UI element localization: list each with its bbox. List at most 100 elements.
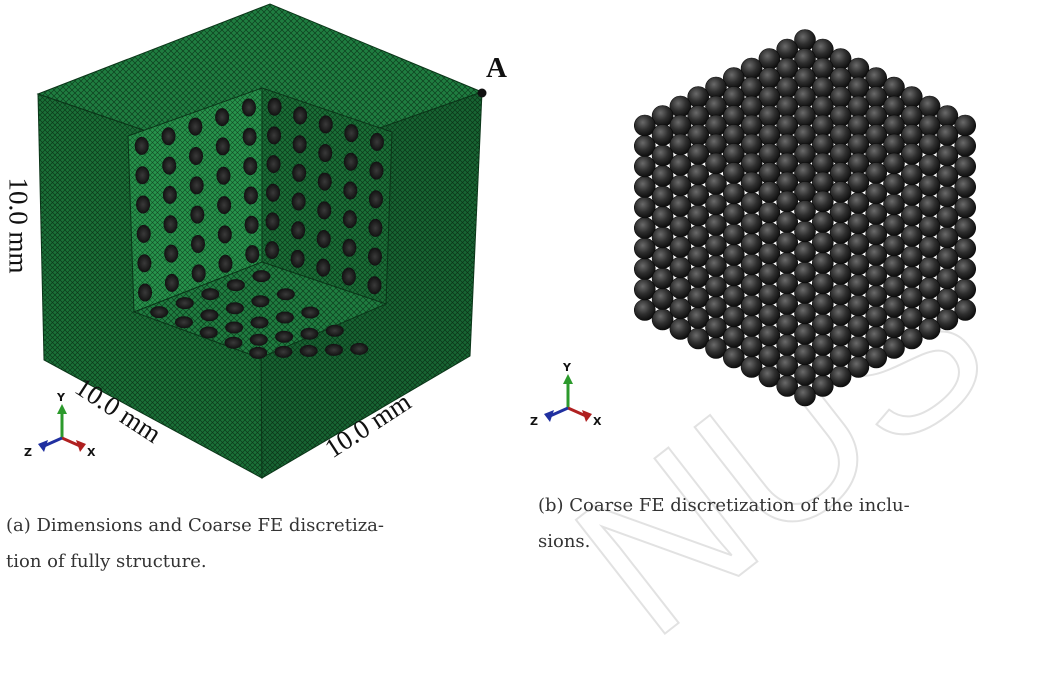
- inclusion-sphere: [794, 220, 816, 243]
- inclusion-hole: [266, 183, 281, 202]
- inclusion-sphere: [829, 181, 852, 203]
- inclusion-hole: [317, 172, 332, 191]
- axis-label-z-b: Z: [530, 415, 538, 428]
- inclusion-hole: [136, 195, 151, 214]
- inclusion-hole: [369, 132, 384, 151]
- inclusion-sphere: [669, 133, 692, 156]
- inclusion-hole: [215, 108, 230, 127]
- inclusion-hole: [191, 235, 205, 253]
- inclusion-sphere: [847, 171, 870, 194]
- inclusion-hole: [199, 326, 218, 339]
- inclusion-sphere: [794, 343, 816, 366]
- inclusion-hole: [267, 126, 282, 145]
- inclusion-hole: [275, 311, 294, 324]
- inclusion-hole: [188, 117, 203, 136]
- inclusion-hole: [267, 97, 282, 116]
- inclusion-hole: [241, 98, 256, 117]
- inclusion-sphere: [634, 114, 656, 137]
- inclusion-hole: [341, 267, 356, 286]
- inclusion-hole: [300, 327, 319, 340]
- inclusion-hole: [216, 166, 231, 185]
- inclusion-hole: [162, 156, 177, 175]
- point-a-label: A: [486, 52, 507, 84]
- inclusion-sphere: [794, 323, 816, 345]
- inclusion-sphere: [794, 261, 816, 284]
- inclusion-sphere: [794, 200, 816, 222]
- inclusion-hole: [136, 224, 151, 243]
- inclusion-hole: [301, 306, 320, 319]
- inclusion-hole: [292, 135, 307, 154]
- inclusion-hole: [249, 333, 268, 346]
- inclusion-hole: [318, 144, 333, 162]
- axis-triad-b: [544, 374, 592, 422]
- inclusion-hole: [243, 157, 258, 176]
- inclusion-hole: [189, 176, 204, 195]
- figure-panel-b: Y Z X (b) Coarse FE discretization of th…: [520, 0, 1047, 592]
- axis-label-x: X: [87, 446, 96, 459]
- inclusion-sphere: [936, 124, 959, 146]
- axis-triad-a: [38, 404, 86, 452]
- inclusion-hole: [266, 155, 281, 174]
- inclusion-hole: [217, 196, 232, 215]
- inclusion-hole: [201, 288, 220, 301]
- inclusion-hole: [293, 106, 308, 125]
- inclusion-sphere: [794, 282, 816, 304]
- inclusion-sphere: [758, 181, 781, 203]
- inclusion-hole: [265, 241, 280, 260]
- inclusion-hole: [350, 342, 369, 355]
- inclusion-holes: [134, 97, 384, 359]
- inclusion-hole: [316, 230, 331, 248]
- axis-label-x-b: X: [593, 415, 602, 428]
- inclusion-sphere: [740, 171, 763, 194]
- inclusion-hole: [134, 136, 149, 155]
- figure-panel-a: A 10.0 mm 10.0 mm 10.0 mm Y Z X (a) Dime…: [0, 0, 520, 592]
- inclusion-hole: [367, 247, 382, 266]
- inclusion-hole: [150, 306, 169, 319]
- inclusion-hole: [189, 147, 203, 165]
- inclusion-sphere: [794, 364, 816, 386]
- inclusion-hole: [343, 152, 358, 171]
- inclusion-hole: [343, 181, 358, 200]
- inclusion-hole: [274, 345, 293, 358]
- inclusion-hole: [291, 192, 306, 211]
- inclusion-hole: [292, 163, 307, 182]
- inclusion-hole: [162, 185, 177, 204]
- inclusion-hole: [215, 137, 230, 156]
- inclusion-sphere: [794, 384, 816, 407]
- inclusion-hole: [175, 297, 194, 310]
- axis-label-y: Y: [57, 391, 65, 404]
- mesh-cube-figure: [36, 3, 487, 479]
- inclusion-hole: [276, 288, 295, 301]
- inclusion-hole: [368, 218, 383, 237]
- inclusion-hole: [190, 205, 205, 224]
- inclusion-hole: [291, 221, 306, 240]
- inclusion-sphere: [900, 143, 923, 165]
- inclusion-hole: [161, 127, 176, 146]
- inclusion-hole: [224, 336, 243, 349]
- inclusion-hole: [316, 258, 331, 277]
- inclusion-hole: [249, 346, 268, 359]
- inclusion-hole: [242, 127, 257, 146]
- inclusion-hole: [252, 270, 271, 283]
- inclusion-hole: [244, 215, 259, 234]
- inclusion-hole: [218, 254, 233, 273]
- inclusion-sphere: [954, 114, 977, 137]
- inclusion-hole: [135, 166, 150, 185]
- inclusion-sphere: [687, 143, 709, 165]
- inclusion-sphere: [794, 302, 816, 325]
- inclusion-hole: [245, 245, 260, 264]
- inclusion-hole: [342, 210, 357, 229]
- inclusion-hole: [164, 273, 179, 292]
- inclusion-hole: [138, 283, 153, 302]
- inclusion-hole: [200, 309, 219, 322]
- caption-a-line1: (a) Dimensions and Coarse FE discretiza-: [6, 515, 384, 536]
- inclusion-sphere: [651, 124, 674, 146]
- inclusions-figure: [544, 29, 977, 422]
- inclusion-hole: [225, 302, 244, 315]
- caption-b-line2: sions.: [538, 531, 591, 552]
- inclusion-sphere: [705, 152, 727, 175]
- inclusion-hole: [243, 186, 258, 205]
- inclusion-spheres: [634, 29, 977, 407]
- inclusion-hole: [250, 316, 269, 329]
- inclusion-sphere: [794, 241, 816, 263]
